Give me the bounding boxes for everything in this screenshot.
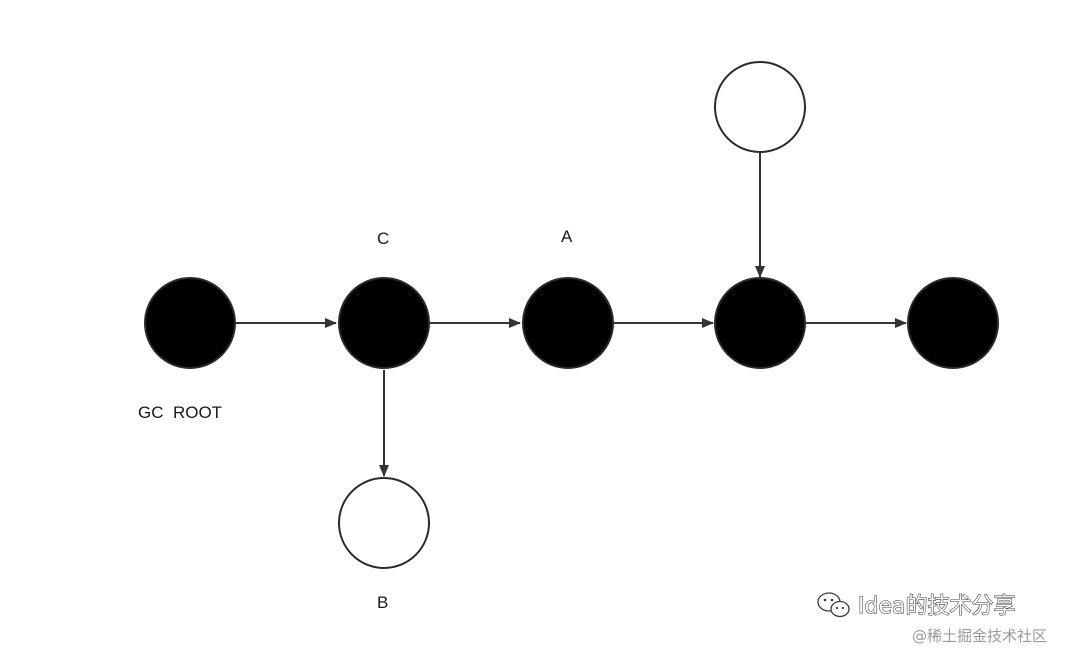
label-gc-root: GC ROOT	[138, 403, 222, 422]
nodes	[144, 61, 999, 569]
node-e	[907, 277, 999, 369]
watermark-sub-text: @稀土掘金技术社区	[912, 627, 1047, 645]
node-b	[338, 477, 430, 569]
labels: GC ROOT C A B	[138, 227, 573, 612]
watermark-main-text: Idea的技术分享	[858, 594, 1015, 619]
node-a	[522, 277, 614, 369]
node-gc-root	[144, 277, 236, 369]
node-top	[714, 61, 806, 153]
watermark: Idea的技术分享 @稀土掘金技术社区	[817, 592, 1047, 645]
node-c	[338, 277, 430, 369]
label-c: C	[377, 229, 389, 248]
label-b: B	[377, 593, 388, 612]
label-a: A	[561, 227, 573, 246]
node-d	[714, 277, 806, 369]
wechat-icon	[817, 592, 850, 618]
edges	[236, 153, 907, 477]
